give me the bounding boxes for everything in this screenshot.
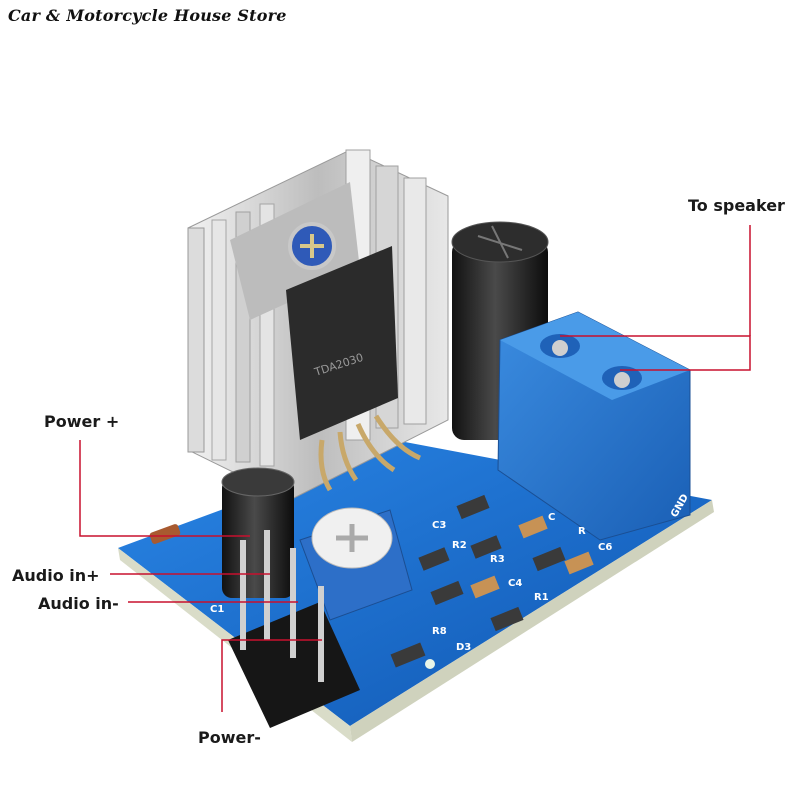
smd-components xyxy=(390,494,594,669)
silk-label: R8 xyxy=(432,626,447,637)
audio-in-plus-label: Audio in+ xyxy=(12,566,100,585)
silk-label: R2 xyxy=(452,540,467,551)
power-plus-label: Power + xyxy=(44,412,120,431)
diode xyxy=(149,524,181,544)
power-plus-callout-line xyxy=(79,440,250,537)
silk-label: C xyxy=(548,512,555,523)
store-title: Car & Motorcycle House Store xyxy=(8,6,287,25)
amplifier-chip: TDA2030 xyxy=(286,222,422,492)
power-minus-callout-line xyxy=(221,639,322,712)
audio-in-minus-label: Audio in- xyxy=(38,594,119,613)
silk-label: C3 xyxy=(432,520,446,531)
potentiometer xyxy=(299,507,413,621)
silk-label: C1 xyxy=(210,604,224,615)
silk-label: R xyxy=(578,526,586,537)
to-speaker-label: To speaker xyxy=(688,196,785,215)
silk-label: R1 xyxy=(534,592,549,603)
silk-label: R3 xyxy=(490,554,505,565)
silk-label: D3 xyxy=(456,642,471,653)
callout-lines xyxy=(79,225,751,712)
small-capacitor xyxy=(221,467,295,598)
speaker-terminal-block xyxy=(497,311,691,541)
silk-label: C6 xyxy=(598,542,612,553)
silk-label: C4 xyxy=(508,578,522,589)
pin-header xyxy=(228,530,360,728)
speaker-callout-line xyxy=(560,335,751,371)
power-minus-label: Power- xyxy=(198,728,261,747)
